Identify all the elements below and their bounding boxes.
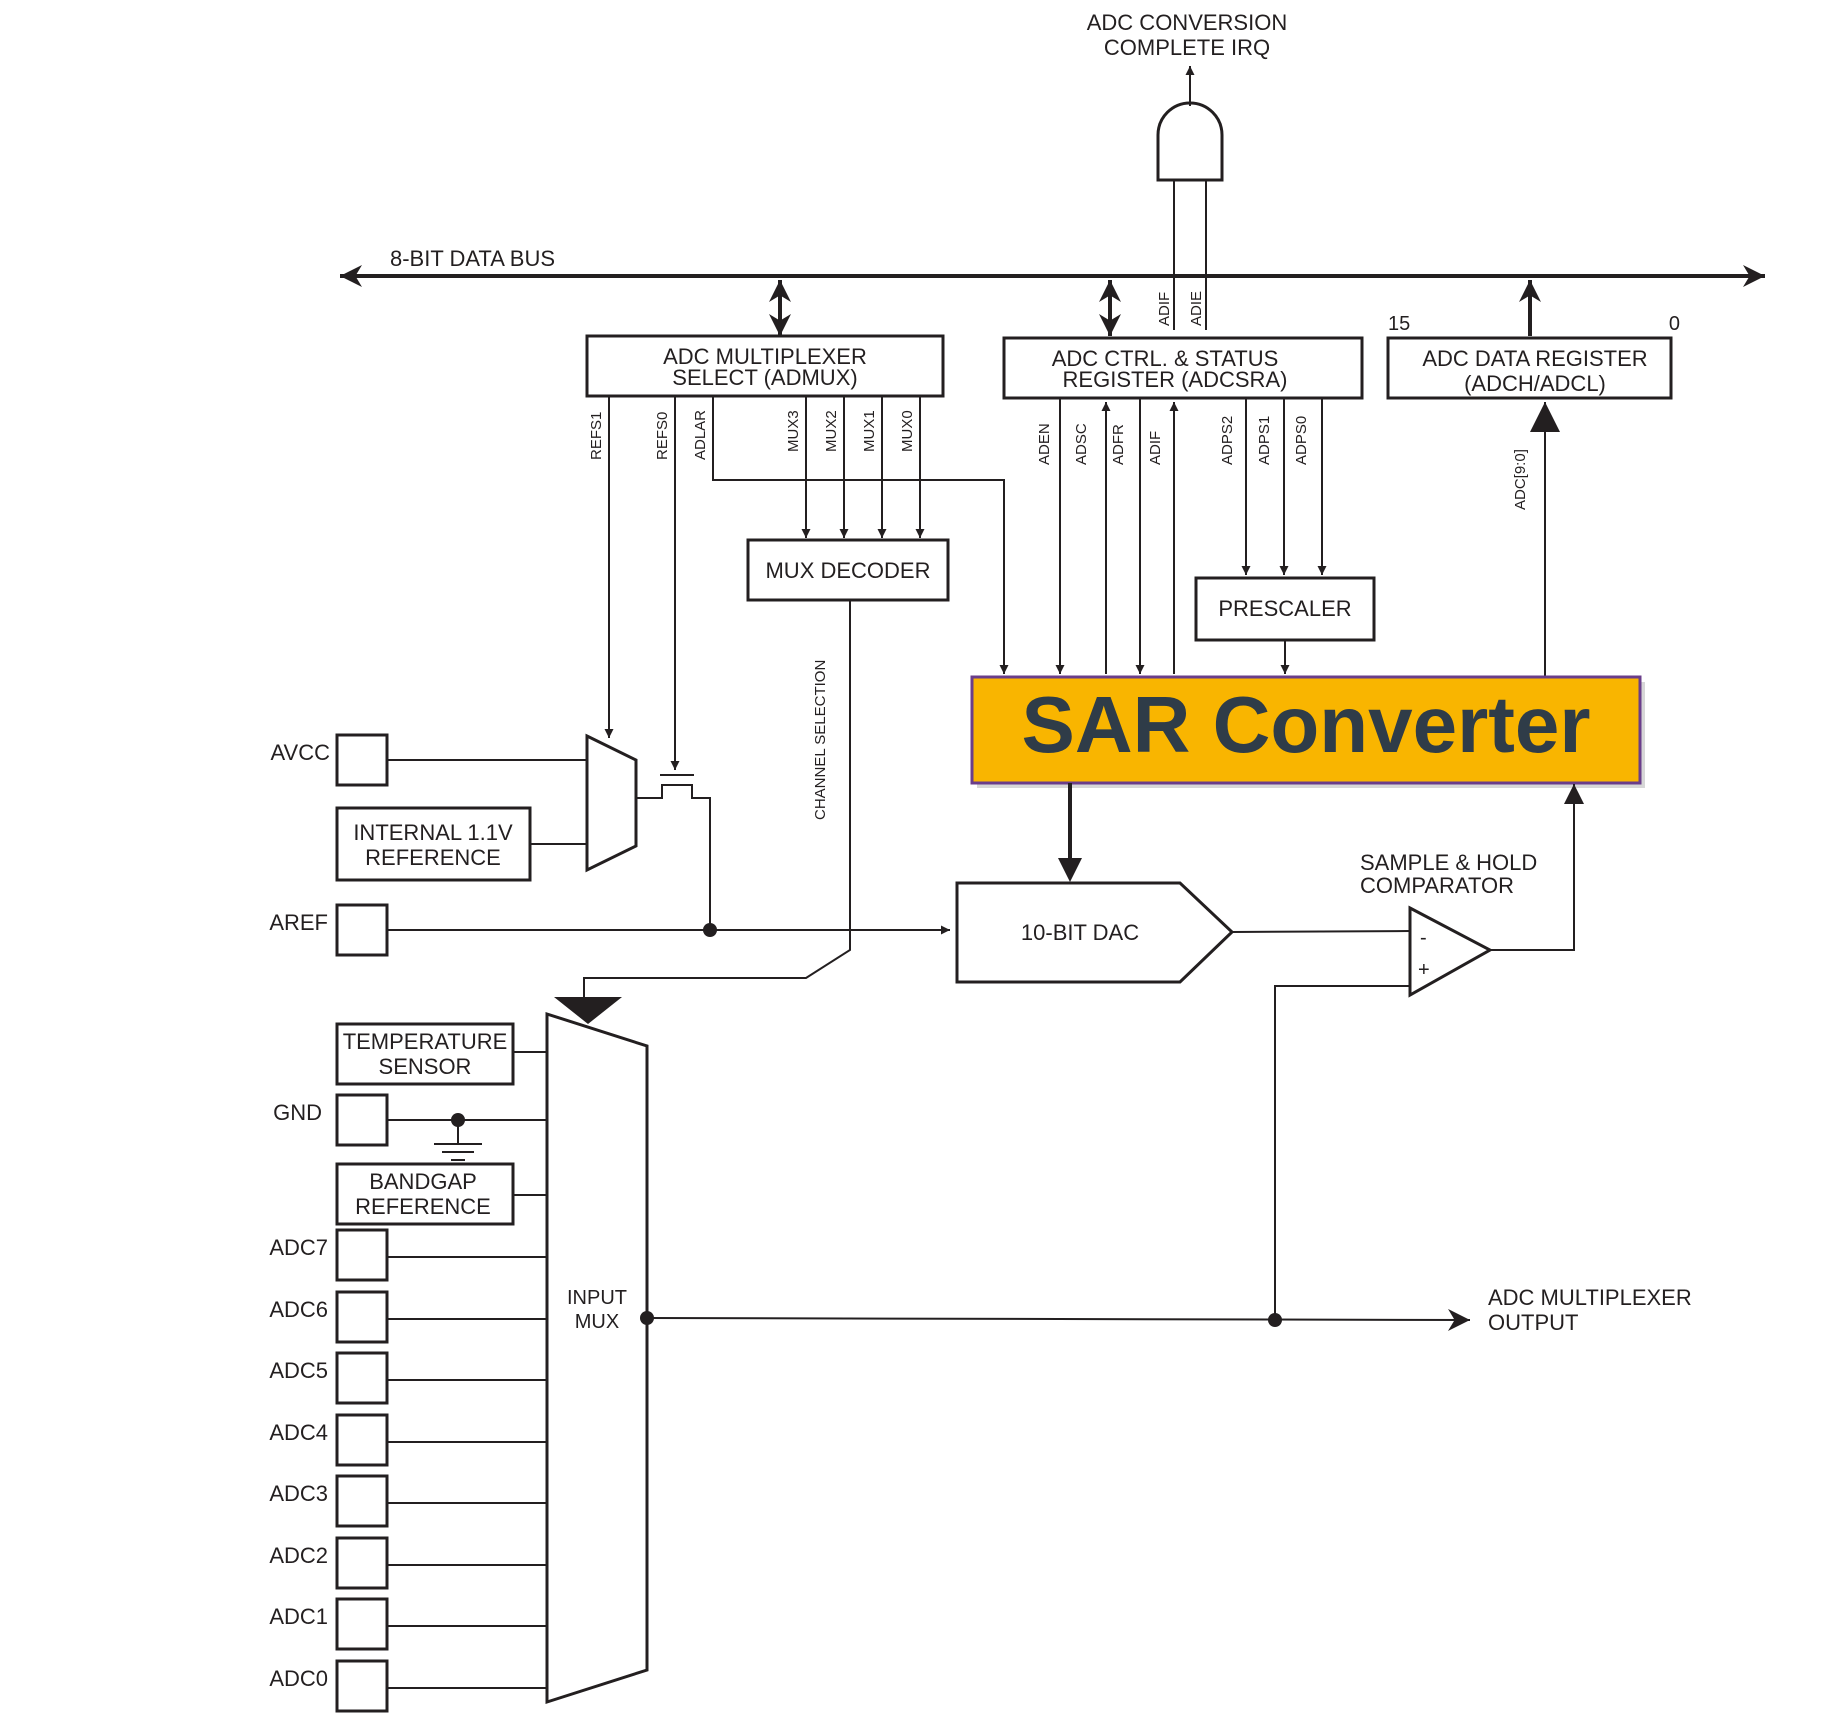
- internal-ref-line2: REFERENCE: [365, 845, 501, 870]
- bandgap-line2: REFERENCE: [355, 1194, 491, 1219]
- admux-register: [585, 334, 945, 398]
- adc-data-label-line1: ADC DATA REGISTER: [1422, 346, 1647, 371]
- bus-label: 8-BIT DATA BUS: [390, 246, 555, 271]
- bandgap-line1: BANDGAP: [369, 1169, 477, 1194]
- temperature-sensor-line1: TEMPERATURE: [343, 1029, 508, 1054]
- bit-refs1: REFS1: [588, 412, 605, 460]
- comparator-minus: -: [1420, 927, 1427, 949]
- dac-comparator-wire: [1231, 930, 1411, 933]
- adcsra-label-line1: ADC CTRL. & STATUS: [1052, 346, 1279, 371]
- temperature-sensor: [335, 1022, 515, 1086]
- adc-data-msb: 15: [1388, 313, 1410, 335]
- irq-label-line1: ADC CONVERSION: [1087, 10, 1287, 35]
- adlar-line: [712, 396, 1009, 674]
- comparator: [1408, 905, 1494, 998]
- pin-adc2-label: ADC2: [269, 1543, 328, 1568]
- pin-adc0: [335, 1659, 389, 1713]
- admux-label-line2: SELECT (ADMUX): [672, 365, 857, 390]
- input-mux-label-line2: MUX: [575, 1311, 619, 1333]
- pin-adc4: [335, 1413, 389, 1467]
- channel-selection-arrowhead: [554, 997, 622, 1024]
- adcsra-register: [1002, 336, 1364, 400]
- pin-adc3: [335, 1474, 389, 1528]
- pin-adc3-label: ADC3: [269, 1481, 328, 1506]
- input-mux: [545, 1011, 649, 1705]
- pin-gnd: [335, 1093, 389, 1147]
- mux-output-label-line2: OUTPUT: [1488, 1310, 1578, 1335]
- pin-adc5-label: ADC5: [269, 1358, 328, 1383]
- temperature-sensor-line2: SENSOR: [379, 1054, 472, 1079]
- sar-converter: [970, 675, 1642, 785]
- adie-top-label: ADIE: [1188, 291, 1205, 326]
- internal-reference: [335, 806, 532, 882]
- bit-adsc: ADSC: [1073, 423, 1090, 465]
- pin-gnd-label: GND: [273, 1100, 322, 1125]
- mux-decoder: [746, 538, 950, 602]
- bit-mux0: MUX0: [899, 410, 916, 452]
- mux-output-junction: [1268, 1313, 1282, 1327]
- bit-adfr: ADFR: [1110, 424, 1127, 465]
- mux-decoder-label: MUX DECODER: [765, 558, 930, 583]
- comparator-label-line1: SAMPLE & HOLD: [1360, 850, 1537, 875]
- sar-dac-arrowhead: [1058, 858, 1082, 882]
- pin-adc6: [335, 1290, 389, 1344]
- bandgap-reference: [335, 1162, 515, 1226]
- irq-label-line2: COMPLETE IRQ: [1104, 35, 1270, 60]
- pin-adc4-label: ADC4: [269, 1420, 328, 1445]
- adif-top-label: ADIF: [1156, 292, 1173, 326]
- switch-body: [636, 784, 711, 930]
- dac-label: 10-BIT DAC: [1021, 920, 1139, 945]
- mux-output-label-line1: ADC MULTIPLEXER: [1488, 1285, 1692, 1310]
- adcsra-label-line2: REGISTER (ADCSRA): [1063, 367, 1288, 392]
- bit-adps1: ADPS1: [1256, 416, 1273, 465]
- pin-adc7: [335, 1228, 389, 1282]
- aref-junction: [703, 923, 717, 937]
- adc-result-arrowhead: [1530, 402, 1560, 432]
- comparator-sar-arrowhead: [1564, 784, 1584, 804]
- bit-mux1: MUX1: [861, 410, 878, 452]
- pin-adc1: [335, 1597, 389, 1651]
- comparator-plus-wire: [1274, 985, 1410, 1320]
- bit-mux2: MUX2: [823, 410, 840, 452]
- mux-output-node: [640, 1311, 654, 1325]
- pin-adc5: [335, 1351, 389, 1405]
- mux-output-wire: [646, 1308, 1471, 1331]
- bit-adlar: ADLAR: [692, 410, 709, 460]
- dac-10bit: [955, 881, 1235, 984]
- comparator-label-line2: COMPARATOR: [1360, 873, 1514, 898]
- pin-adc6-label: ADC6: [269, 1297, 328, 1322]
- channel-selection-label: CHANNEL SELECTION: [812, 660, 829, 820]
- pin-aref-label: AREF: [269, 910, 328, 935]
- pin-adc7-label: ADC7: [269, 1235, 328, 1260]
- comparator-sar-wire: [1490, 784, 1575, 951]
- input-mux-label-line1: INPUT: [567, 1287, 627, 1309]
- internal-ref-line1: INTERNAL 1.1V: [353, 820, 513, 845]
- pin-adc1-label: ADC1: [269, 1604, 328, 1629]
- bit-refs0: REFS0: [654, 412, 671, 460]
- adc-data-label-line2: (ADCH/ADCL): [1464, 371, 1606, 396]
- prescaler-label: PRESCALER: [1218, 596, 1351, 621]
- admux-label-line1: ADC MULTIPLEXER: [663, 344, 867, 369]
- sar-converter-label: SAR Converter: [1021, 680, 1590, 769]
- reference-mux: [585, 733, 638, 873]
- channel-selection-line: [583, 600, 851, 998]
- adc-data-lsb: 0: [1669, 313, 1680, 335]
- pin-avcc: [335, 733, 389, 787]
- comparator-plus: +: [1418, 959, 1430, 981]
- pin-adc2: [335, 1536, 389, 1590]
- bit-mux3: MUX3: [785, 410, 802, 452]
- bit-adps2: ADPS2: [1219, 416, 1236, 465]
- and-gate: [1156, 101, 1224, 182]
- pin-avcc-label: AVCC: [271, 740, 331, 765]
- bit-adif: ADIF: [1147, 431, 1164, 465]
- adc-bits-label: ADC[9:0]: [1512, 449, 1529, 510]
- bit-adps0: ADPS0: [1293, 416, 1310, 465]
- pin-adc0-label: ADC0: [269, 1666, 328, 1691]
- bit-aden: ADEN: [1036, 423, 1053, 465]
- adc-data-register: [1386, 336, 1673, 400]
- pin-aref: [335, 903, 389, 957]
